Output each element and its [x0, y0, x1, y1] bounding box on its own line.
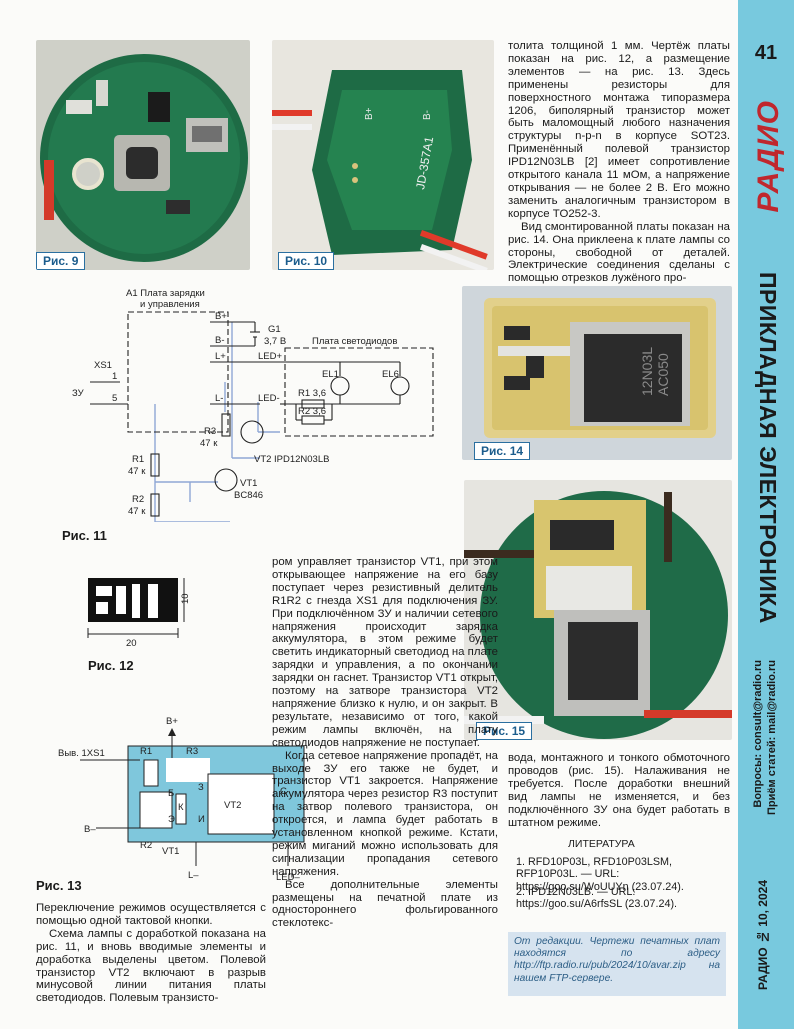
fig13-e: Э [168, 814, 175, 825]
sch-vt2: VT2 [254, 454, 271, 465]
sch-lminus: L- [215, 393, 223, 404]
caption-fig15: Рис. 15 [476, 722, 533, 740]
schematic-fig11: А1 Плата зарядки и управления B+ B- L+ L… [72, 288, 434, 522]
paragraph: Все дополнительные элементы размещены на… [272, 878, 498, 930]
fig13-lminus: L– [188, 870, 199, 881]
sch-xs1: XS1 [94, 360, 112, 371]
paragraph: ром управляет транзистор VT1, при этом о… [272, 556, 498, 749]
fig12-width: 20 [126, 638, 137, 649]
sch-r1: R1 3,6 [298, 388, 326, 399]
literature-title: ЛИТЕРАТУРА [568, 838, 635, 850]
fig13-xs1: Выв. 1XS1 [58, 748, 105, 759]
paragraph: вода, монтажного и тонкого обмоточного п… [508, 752, 730, 829]
fig13-i: И [198, 814, 205, 825]
sch-g1: G1 [268, 324, 281, 335]
fig13-vt2: VT2 [224, 800, 241, 811]
sch-pin1: 1 [112, 371, 117, 382]
caption-fig11: Рис. 11 [62, 528, 107, 543]
sch-a1-title-2: и управления [140, 299, 200, 310]
sch-r3-val: 47 к [200, 438, 218, 449]
paragraph: толита толщиной 1 мм. Чертёж платы показ… [508, 40, 730, 220]
sch-led-board: Плата светодиодов [312, 336, 397, 347]
pcb-illustration-9 [40, 54, 248, 262]
section-sidebar: 41 РАДИО ПРИКЛАДНАЯ ЭЛЕКТРОНИКА Приём ст… [738, 0, 794, 1029]
sch-r1b-val: 47 к [128, 466, 146, 477]
fig13-b: Б [168, 788, 174, 799]
paragraph: Переключение режимов осуществляется с по… [36, 902, 266, 927]
sch-el6: EL6 [382, 369, 399, 380]
paragraph: Вид смонтированной платы показан на рис.… [508, 220, 730, 285]
caption-fig9: Рис. 9 [36, 252, 86, 270]
brand-logo: РАДИО [752, 100, 785, 213]
sch-r2b: R2 [132, 494, 144, 505]
sch-a1-title-1: А1 Плата зарядки [126, 288, 205, 299]
fig12-height: 10 [180, 593, 191, 604]
sch-r2: R2 3,6 [298, 406, 326, 417]
pcb-drawing-fig12: 20 10 [87, 578, 191, 649]
photo-fig10: B+ B- JD-357A1 Рис. 10 [272, 40, 494, 270]
fig13-z: З [198, 782, 204, 793]
column-left-bottom: Переключение режимов осуществляется с по… [36, 902, 266, 1005]
caption-fig12: Рис. 12 [88, 658, 134, 673]
sch-lplus: L+ [215, 351, 226, 362]
pcb-illustration-14: 12N03L AC050 [484, 298, 716, 438]
sch-vt2-type: IPD12N03LB [274, 454, 329, 465]
contact-mail: Приём статей: mail@radio.ru [766, 660, 778, 815]
fig13-r2: R2 [140, 840, 152, 851]
pcb-illustration-15 [464, 491, 732, 739]
fig13-ledminus: LED– [276, 872, 300, 883]
sch-r3: R3 [204, 426, 216, 437]
pcb-illustration-10: B+ B- JD-357A1 [272, 70, 488, 270]
photo-fig14: 12N03L AC050 Рис. 14 [462, 286, 732, 460]
column-right-bottom: вода, монтажного и тонкого обмоточного п… [508, 752, 730, 829]
paragraph: Схема лампы с доработкой показана на рис… [36, 927, 266, 1005]
caption-fig10: Рис. 10 [278, 252, 335, 270]
photo-fig15: Рис. 15 [464, 480, 732, 740]
chip-marking-2: AC050 [655, 353, 671, 396]
sch-ledplus: LED+ [258, 351, 282, 362]
sch-bminus: B- [215, 335, 225, 346]
literature-item-2: 2. IPD12N03LB. — URL: https://goo.su/A6r… [516, 886, 678, 911]
contact-consult: Вопросы: consult@radio.ru [752, 660, 764, 808]
column-middle: ром управляет транзистор VT1, при этом о… [272, 556, 498, 930]
sch-ledminus: LED- [258, 393, 280, 404]
section-title: ПРИКЛАДНАЯ ЭЛЕКТРОНИКА [755, 272, 781, 624]
fig13-bplus: B+ [166, 716, 178, 727]
fig13-s: С [280, 786, 287, 797]
editor-note: От редакции. Чертежи печатных плат наход… [508, 932, 726, 996]
fig13-r1: R1 [140, 746, 152, 757]
layout-drawing-fig13: B+ B– L– LED– Выв. 1XS1 R1 R2 R3 VT1 VT2… [58, 716, 305, 883]
svg-text:B-: B- [422, 110, 433, 120]
page-number: 41 [754, 42, 778, 64]
fig13-k: К [178, 802, 184, 813]
fig13-bminus: B– [84, 824, 96, 835]
sch-r2b-val: 47 к [128, 506, 146, 517]
caption-fig13: Рис. 13 [36, 878, 82, 893]
sch-zu: ЗУ [72, 388, 85, 399]
fig13-r3: R3 [186, 746, 198, 757]
chip-marking-1: 12N03L [639, 347, 655, 396]
literature-item-1: 1. RFD10P03L, RFD10P03LSM, RFP10P03L. — … [516, 856, 684, 893]
sch-el1: EL1 [322, 369, 339, 380]
column-right-top: толита толщиной 1 мм. Чертёж платы показ… [508, 40, 730, 285]
sch-pin5: 5 [112, 393, 117, 404]
sch-r1b: R1 [132, 454, 144, 465]
paragraph: Когда сетевое напряжение пропадёт, на вы… [272, 749, 498, 878]
photo-fig9: Рис. 9 [36, 40, 250, 270]
sch-vt1: VT1 [240, 478, 257, 489]
sch-bplus: B+ [215, 311, 227, 322]
sch-g1-volt: 3,7 В [264, 336, 286, 347]
svg-text:B+: B+ [364, 107, 375, 120]
fig13-vt1: VT1 [162, 846, 179, 857]
sch-vt1-type: BC846 [234, 490, 263, 501]
issue-label: РАДИО № 10, 2024 [756, 880, 770, 990]
caption-fig14: Рис. 14 [474, 442, 531, 460]
